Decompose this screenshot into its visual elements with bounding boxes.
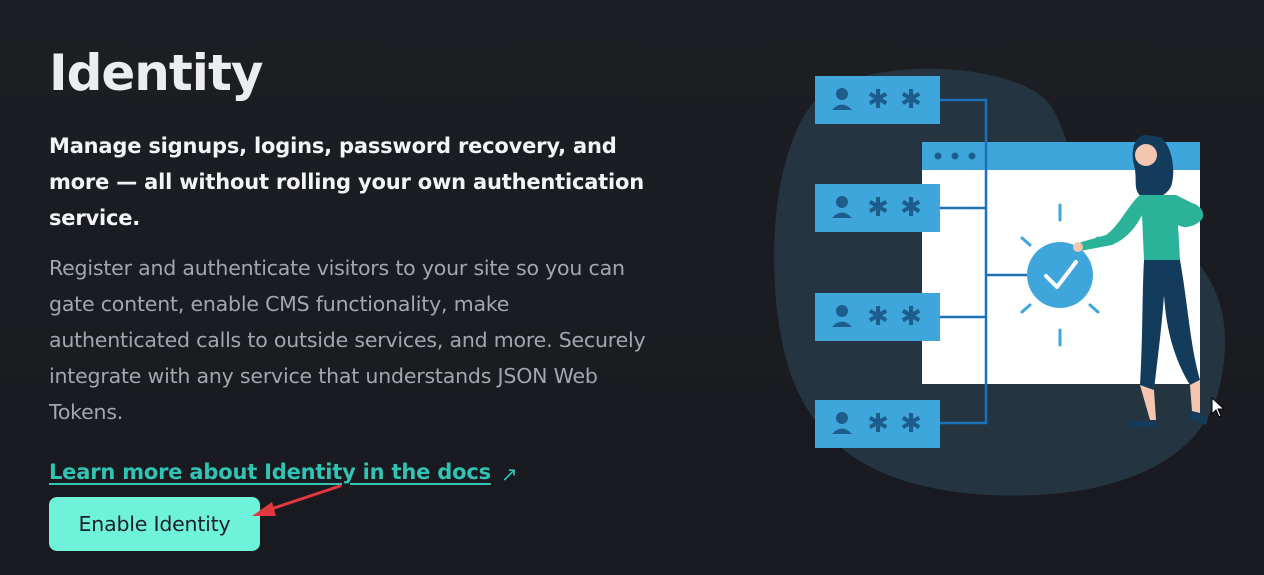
lead-text: Manage signups, logins, password recover… — [49, 134, 644, 230]
svg-text:✱: ✱ — [900, 302, 922, 332]
checkmark-icon — [1020, 203, 1100, 347]
annotation-arrow — [252, 484, 342, 516]
svg-text:✱: ✱ — [867, 409, 889, 439]
login-card-4: ✱ ✱ — [815, 400, 940, 448]
page-title: Identity — [49, 44, 263, 102]
svg-text:✱: ✱ — [900, 85, 922, 115]
docs-link[interactable]: Learn more about Identity in the docs — [49, 460, 491, 484]
description-text: Register and authenticate visitors to yo… — [49, 256, 646, 424]
docs-link-label: Learn more about Identity in the docs — [49, 460, 491, 484]
enable-identity-button[interactable]: Enable Identity — [49, 497, 260, 551]
svg-text:✱: ✱ — [867, 302, 889, 332]
login-card-2: ✱ ✱ — [815, 184, 940, 232]
login-card-1: ✱ ✱ — [815, 76, 940, 124]
external-link-icon: ↗ — [500, 464, 518, 487]
woman-figure — [1073, 135, 1208, 427]
svg-text:✱: ✱ — [867, 85, 889, 115]
mouse-cursor-icon — [1211, 397, 1226, 418]
identity-illustration: ✱ ✱ ✱ ✱ ✱ ✱ ✱ ✱ — [774, 68, 1226, 496]
svg-text:✱: ✱ — [900, 409, 922, 439]
identity-intro-panel: Identity Manage signups, logins, passwor… — [49, 40, 669, 487]
login-card-3: ✱ ✱ — [815, 293, 940, 341]
svg-text:✱: ✱ — [900, 193, 922, 223]
svg-text:✱: ✱ — [867, 193, 889, 223]
